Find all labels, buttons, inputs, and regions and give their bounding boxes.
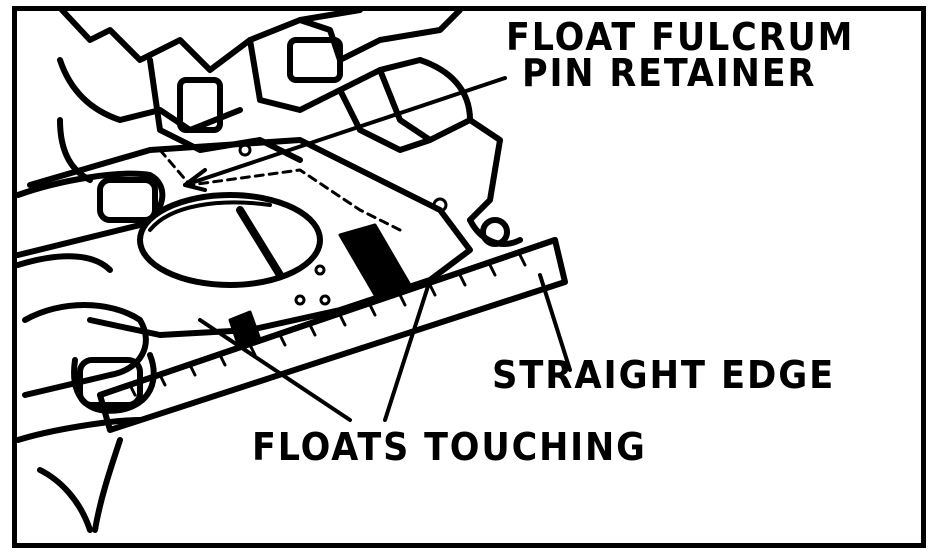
straight-edge-ruler	[97, 237, 568, 433]
leader-lines	[183, 76, 572, 422]
label-float-fulcrum: FLOAT FULCRUM	[506, 15, 855, 59]
label-pin-retainer: PIN RETAINER	[522, 51, 817, 95]
hand	[15, 170, 166, 533]
label-straight-edge: STRAIGHT EDGE	[492, 353, 836, 397]
label-floats-touching: FLOATS TOUCHING	[252, 425, 647, 469]
